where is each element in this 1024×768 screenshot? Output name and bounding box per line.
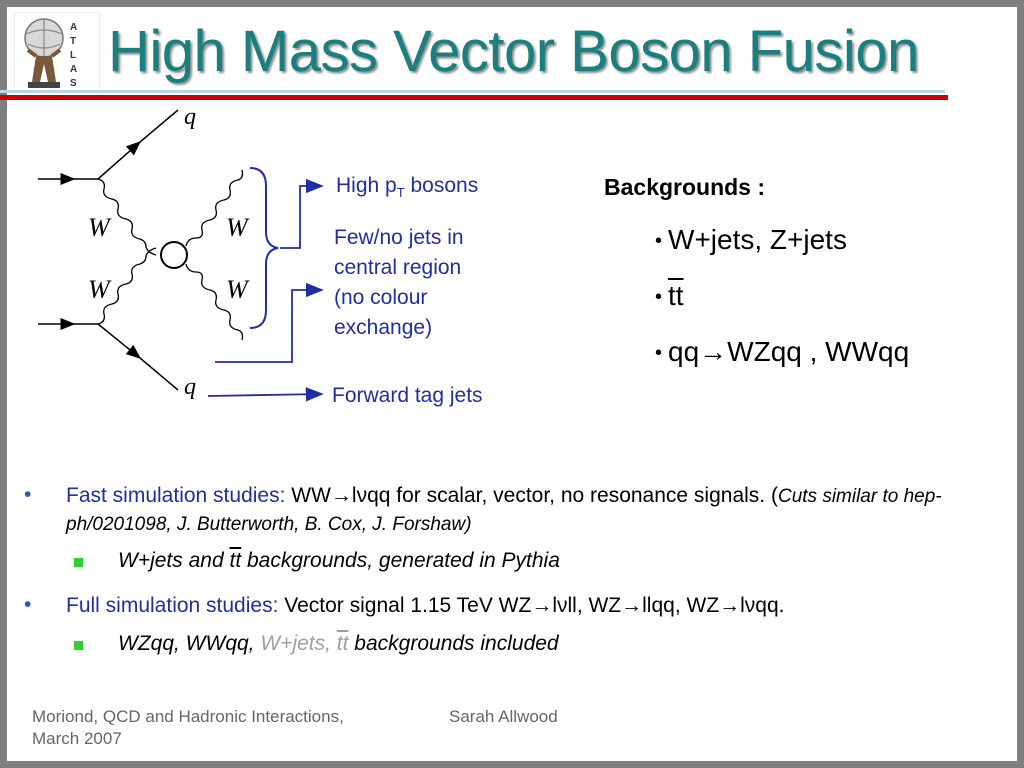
q-bottom-label: q (184, 374, 196, 400)
feynman-diagram: q q W W W W (38, 104, 324, 402)
outgoing-quark-top (97, 141, 142, 180)
sub-bullet-marker (74, 641, 83, 650)
slide-title: High Mass Vector Boson Fusion (108, 19, 919, 84)
few-jets-label: Few/no jets in central region (no colour… (334, 226, 464, 339)
svg-text:A: A (70, 22, 77, 33)
fast-sim-sub-bullet: W+jets and tt backgrounds, generated in … (118, 549, 560, 572)
full-sim-sub-bullet: WZqq, WWqq, W+jets, tt backgrounds inclu… (118, 632, 559, 655)
w-boson-right-bottom (185, 263, 244, 341)
high-pt-label: High pT bosons (336, 174, 479, 201)
svg-text:T: T (70, 36, 76, 47)
background-item-ttbar: •tt (655, 280, 684, 311)
few-jets-connector (215, 282, 324, 363)
w-left-bottom-label: W (88, 275, 112, 304)
forward-tag-connector (207, 387, 324, 402)
w-left-top-label: W (88, 213, 112, 242)
svg-text:L: L (70, 50, 76, 61)
forward-tag-label: Forward tag jets (332, 384, 483, 407)
footer-author: Sarah Allwood (449, 707, 558, 726)
backgrounds-heading: Backgrounds : (604, 174, 766, 200)
bullet-dot: • (655, 342, 663, 365)
q-top-label: q (184, 104, 196, 130)
full-sim-bullet: Full simulation studies: Vector signal 1… (66, 594, 785, 617)
fast-sim-bullet: Fast simulation studies: WW→lνqq for sca… (66, 484, 942, 535)
background-item-qq: •qq→WZqq , WWqq (655, 336, 910, 367)
bullet-dot: • (655, 286, 663, 309)
background-item-wjets: •W+jets, Z+jets (655, 224, 847, 255)
title-underline-red (0, 95, 948, 100)
w-right-top-label: W (226, 213, 250, 242)
bullet-marker: • (24, 593, 32, 616)
w-boson-right-top (185, 169, 244, 247)
footer-conference: Moriond, QCD and Hadronic Interactions, … (32, 707, 344, 748)
high-pt-connector (280, 178, 324, 249)
bullet-marker: • (24, 483, 32, 506)
fusion-vertex (160, 241, 188, 269)
boson-brace (249, 167, 279, 329)
title-underline-light (0, 90, 945, 93)
svg-text:A: A (70, 64, 77, 75)
w-right-bottom-label: W (226, 275, 250, 304)
bullet-dot: • (655, 230, 663, 253)
sub-bullet-marker (74, 558, 83, 567)
w-boson-left-bottom (97, 247, 157, 325)
outgoing-quark-bottom (97, 323, 142, 359)
svg-text:S: S (70, 78, 77, 89)
w-boson-left-top (97, 178, 157, 256)
